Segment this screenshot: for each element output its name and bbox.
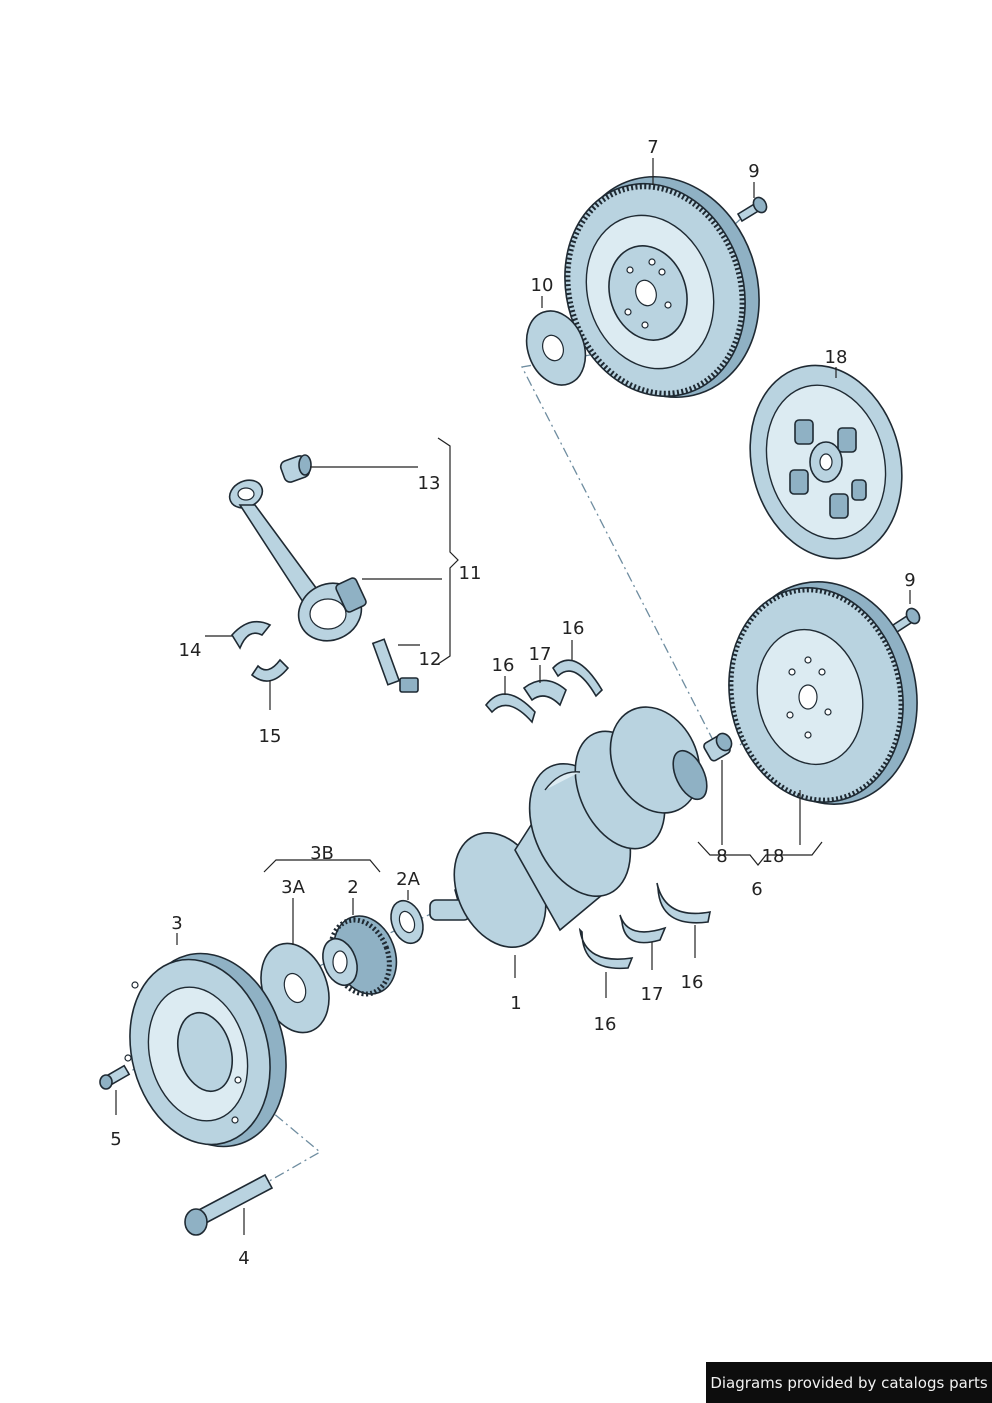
con-rod-bolt	[371, 638, 419, 693]
flywheel-top	[564, 175, 760, 399]
shim-plate	[525, 310, 587, 386]
central-bolt	[184, 1173, 274, 1236]
callout-16-upper-right: 16	[561, 618, 585, 639]
crankshaft	[429, 706, 708, 949]
callout-17-lower: 17	[640, 984, 664, 1005]
callout-13: 13	[417, 473, 441, 494]
flywheel-bolt-lower	[891, 607, 921, 634]
callout-9-lower: 9	[904, 570, 916, 591]
callout-7: 7	[647, 137, 659, 158]
callout-16-upper-left: 16	[491, 655, 515, 676]
leader-lines	[115, 158, 911, 1235]
callout-2A: 2A	[396, 869, 420, 890]
clutch-disc	[749, 364, 903, 560]
callout-16-lower-right: 16	[680, 972, 704, 993]
callout-5: 5	[110, 1129, 122, 1150]
callout-10: 10	[530, 275, 554, 296]
callout-3: 3	[171, 913, 183, 934]
pilot-bearing	[703, 732, 733, 762]
con-rod-bushing	[279, 454, 312, 483]
callout-9-top: 9	[748, 161, 760, 182]
vibration-damper-pulley	[124, 952, 287, 1148]
callout-1: 1	[510, 993, 522, 1014]
pulley-bolt	[99, 1064, 131, 1090]
sprocket-plate	[260, 942, 330, 1034]
callout-8: 8	[716, 846, 728, 867]
callout-18-lower: 18	[761, 846, 785, 867]
callout-3A: 3A	[281, 877, 305, 898]
callout-14: 14	[178, 640, 202, 661]
callout-15: 15	[258, 726, 282, 747]
callout-2: 2	[347, 877, 359, 898]
crankshaft-sprocket	[322, 915, 398, 997]
callout-17-upper: 17	[528, 644, 552, 665]
main-bearing-shells-lower	[578, 882, 712, 970]
callout-16-lower-left: 16	[593, 1014, 617, 1035]
flywheel-bolt-top	[736, 196, 768, 223]
callout-12: 12	[418, 649, 442, 670]
con-rod-bearing-shells	[231, 620, 290, 682]
callout-4: 4	[238, 1248, 250, 1269]
flywheel-lower	[728, 581, 918, 805]
callout-18-top: 18	[824, 347, 848, 368]
thrust-washer	[390, 899, 424, 945]
main-bearing-shells-upper	[484, 659, 604, 724]
callout-3B: 3B	[310, 843, 334, 864]
callout-6: 6	[751, 879, 763, 900]
connecting-rod	[228, 479, 367, 642]
footer-credit: Diagrams provided by catalogs parts	[706, 1362, 992, 1403]
callout-11: 11	[458, 563, 482, 584]
